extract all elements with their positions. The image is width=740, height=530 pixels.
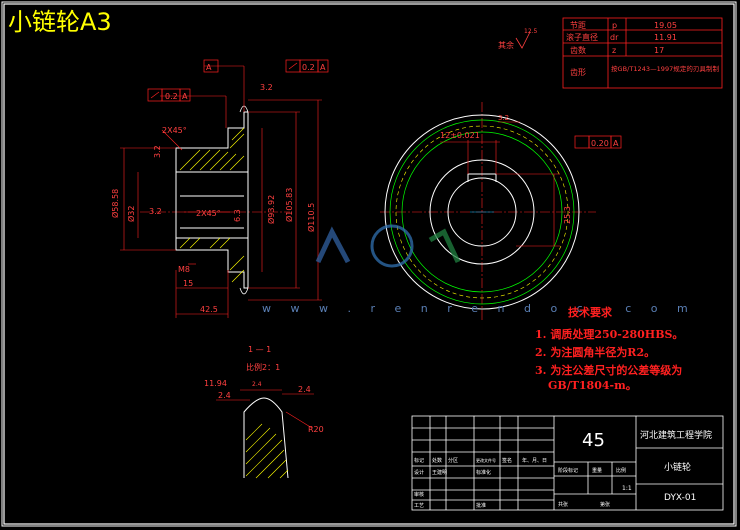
dim-key-12: 12±0.021: [440, 131, 480, 140]
watermark-logo: [315, 224, 461, 268]
param-pitch-label: 节距: [570, 21, 586, 30]
section-view: 0.2 A 0.2 A A 2X45° 2X45° Ø58.58 Ø32 Ø93…: [110, 59, 329, 318]
gdt-flatness-datum: A: [182, 92, 188, 101]
tb-designer: 王建明: [432, 469, 447, 476]
gdt-runout-value: 0.2: [302, 63, 315, 72]
param-pitch-symbol: p: [612, 21, 617, 30]
others-note: 其余: [498, 40, 514, 50]
tb-col-change: 更改文件号: [476, 457, 496, 463]
dim-len-15: 15: [183, 279, 193, 288]
tb-standard: 标准化: [476, 469, 491, 476]
tb-sheet-no: 第张: [600, 501, 610, 508]
detail-dim-24b: 2.4: [298, 385, 311, 394]
dim-dia-32: Ø32: [126, 206, 136, 222]
watermark-text: w w w . r e n r e n d o c . c o m: [262, 302, 696, 315]
param-teeth-label: 齿数: [570, 45, 586, 55]
tb-material: 45: [582, 430, 605, 451]
roughness-symbol: [515, 31, 531, 49]
dim-m8: M8: [178, 265, 190, 274]
rough-125: 12.5: [524, 28, 538, 35]
tb-part-name: 小链轮: [664, 461, 691, 473]
gdt-flatness-value: 0.2: [165, 92, 178, 101]
rough-63: 6.3: [233, 209, 242, 222]
tb-col-sign: 签名: [502, 457, 512, 464]
detail-view: 1 — 1 比例2：1 11.94 2.4 2.4 2.4 R20: [204, 345, 324, 479]
requirements-heading: 技术要求: [568, 306, 612, 319]
dim-dia-58: Ø58.58: [110, 189, 120, 218]
tb-row-mark: 标记: [414, 457, 424, 464]
requirement-2: 2. 为注圆角半径为R2。: [535, 346, 656, 359]
tb-stage: 阶段标记: [558, 467, 578, 474]
tb-scale: 1:1: [622, 485, 632, 492]
dim-len-425: 42.5: [200, 305, 218, 314]
rough-32-b: 3.2: [149, 207, 162, 216]
param-profile-label: 齿形: [570, 68, 586, 77]
dim-dia-93: Ø93.92: [266, 195, 276, 224]
detail-scale: 比例2：1: [246, 362, 280, 372]
tb-approve: 批准: [476, 502, 486, 509]
gdt-runout-datum: A: [320, 63, 326, 72]
param-roller-value: 11.91: [654, 33, 677, 42]
rough-32-a: 3.2: [153, 145, 162, 158]
inner-frame: [3, 3, 735, 525]
drawing-title: 小链轮A3: [8, 8, 112, 36]
param-pitch-value: 19.05: [654, 21, 677, 30]
tb-row-check: 审核: [414, 491, 424, 498]
dim-dia-105: Ø105.83: [284, 188, 294, 222]
tb-col-date: 年、月、日: [522, 457, 547, 464]
gdt-key-value: 0.20: [591, 139, 609, 148]
title-block: [411, 415, 724, 511]
requirement-1: 1. 调质处理250-280HBS。: [535, 328, 684, 341]
detail-dim-r20: R20: [308, 425, 324, 434]
param-roller-label: 滚子直径: [566, 32, 598, 42]
requirement-3: 3. 为注公差尺寸的公差等级为: [535, 364, 683, 377]
rough-front: 3.2: [498, 114, 509, 122]
detail-dim-24c: 2.4: [252, 381, 262, 388]
detail-label: 1 — 1: [248, 345, 271, 354]
param-roller-symbol: dr: [610, 33, 619, 42]
rough-32-c: 3.2: [260, 83, 273, 92]
dim-dia-110: Ø110.5: [306, 203, 316, 232]
param-teeth-symbol: z: [612, 46, 616, 55]
tb-col-zone: 分区: [448, 457, 458, 464]
param-teeth-value: 17: [654, 46, 664, 55]
tb-sheets-total: 共张: [558, 501, 568, 508]
requirement-3-cont: GB/T1804-m。: [548, 379, 637, 392]
param-table: [562, 17, 723, 89]
dim-chamfer-2: 2X45°: [196, 209, 221, 218]
gdt-datum-box: A: [206, 63, 212, 72]
detail-dim-24a: 2.4: [218, 391, 231, 400]
gdt-key-datum: A: [613, 139, 619, 148]
tb-row-design: 设计: [414, 469, 424, 476]
tb-school: 河北建筑工程学院: [640, 429, 712, 441]
tb-ratio: 比例: [616, 467, 626, 474]
tb-row-process: 工艺: [414, 503, 424, 509]
tb-weight: 重量: [592, 467, 602, 474]
param-profile-value: 按GB/T1243—1997规定的刃具制制: [611, 64, 720, 73]
detail-dim-1194: 11.94: [204, 379, 227, 388]
tb-drawing-no: DYX-01: [664, 493, 696, 503]
dim-key-25: 25.3: [563, 206, 572, 224]
tb-col-count: 处数: [432, 457, 442, 464]
front-view: 12±0.021 25.3 0.20 A 3.2: [380, 102, 622, 322]
dim-chamfer-1: 2X45°: [162, 126, 187, 135]
